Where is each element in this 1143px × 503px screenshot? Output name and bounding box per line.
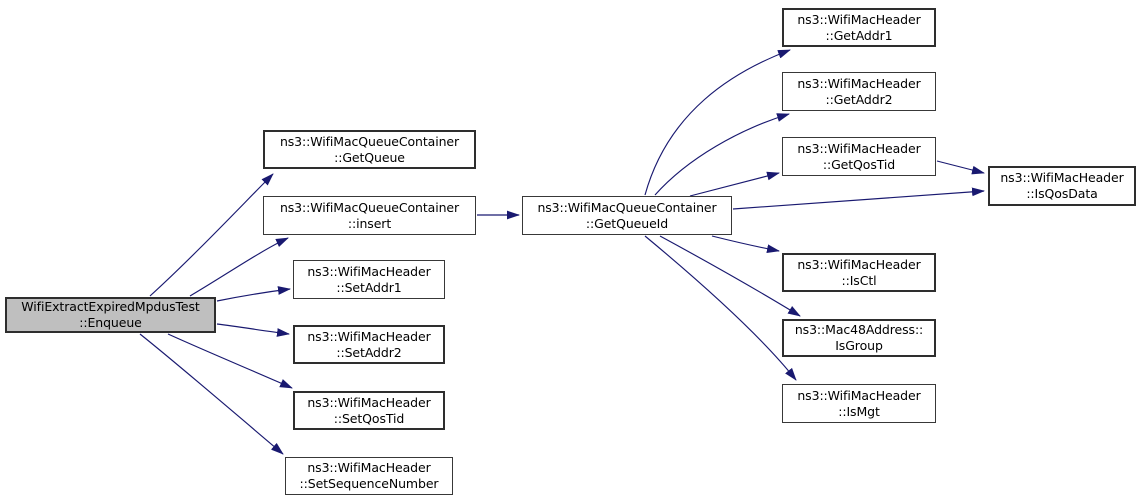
- node-setaddr2[interactable]: ns3::WifiMacHeader ::SetAddr2: [293, 325, 445, 364]
- node-enqueue: WifiExtractExpiredMpdusTest ::Enqueue: [5, 297, 216, 333]
- node-getaddr1[interactable]: ns3::WifiMacHeader ::GetAddr1: [782, 8, 936, 47]
- edge-getqueueid-to-isctl: [711, 235, 780, 254]
- node-insert[interactable]: ns3::WifiMacQueueContainer ::insert: [263, 196, 476, 235]
- node-setaddr1[interactable]: ns3::WifiMacHeader ::SetAddr1: [293, 260, 445, 299]
- edge-getqostid-to-isqosdata: [936, 160, 985, 175]
- edge-enqueue-to-getqueue: [149, 173, 274, 297]
- node-setqostid[interactable]: ns3::WifiMacHeader ::SetQosTid: [293, 391, 445, 430]
- edge-getqueueid-to-isgroup: [659, 235, 801, 317]
- node-getqostid[interactable]: ns3::WifiMacHeader ::GetQosTid: [782, 137, 936, 176]
- edge-enqueue-to-setsequencenumber: [139, 333, 284, 455]
- edge-getqueueid-to-getqostid: [689, 171, 780, 197]
- node-getqueue[interactable]: ns3::WifiMacQueueContainer ::GetQueue: [263, 130, 476, 169]
- node-getqueueid[interactable]: ns3::WifiMacQueueContainer ::GetQueueId: [522, 196, 732, 235]
- node-getaddr2[interactable]: ns3::WifiMacHeader ::GetAddr2: [782, 72, 936, 111]
- edge-getqueueid-to-ismgt: [644, 235, 797, 381]
- node-isctl[interactable]: ns3::WifiMacHeader ::IsCtl: [782, 253, 936, 292]
- edge-enqueue-to-setaddr2: [216, 323, 290, 337]
- edge-getqueueid-to-getaddr2: [654, 113, 790, 196]
- node-isgroup[interactable]: ns3::Mac48Address:: IsGroup: [782, 319, 936, 357]
- edge-enqueue-to-setaddr1: [216, 286, 291, 302]
- node-ismgt[interactable]: ns3::WifiMacHeader ::IsMgt: [782, 384, 936, 423]
- node-isqosdata[interactable]: ns3::WifiMacHeader ::IsQosData: [988, 166, 1136, 206]
- edge-getqueueid-to-isqosdata: [732, 187, 985, 210]
- edge-getqueueid-to-getaddr1: [644, 49, 791, 196]
- edge-enqueue-to-insert: [189, 237, 289, 297]
- node-setsequencenumber[interactable]: ns3::WifiMacHeader ::SetSequenceNumber: [285, 457, 453, 495]
- edge-enqueue-to-setqostid: [167, 333, 293, 389]
